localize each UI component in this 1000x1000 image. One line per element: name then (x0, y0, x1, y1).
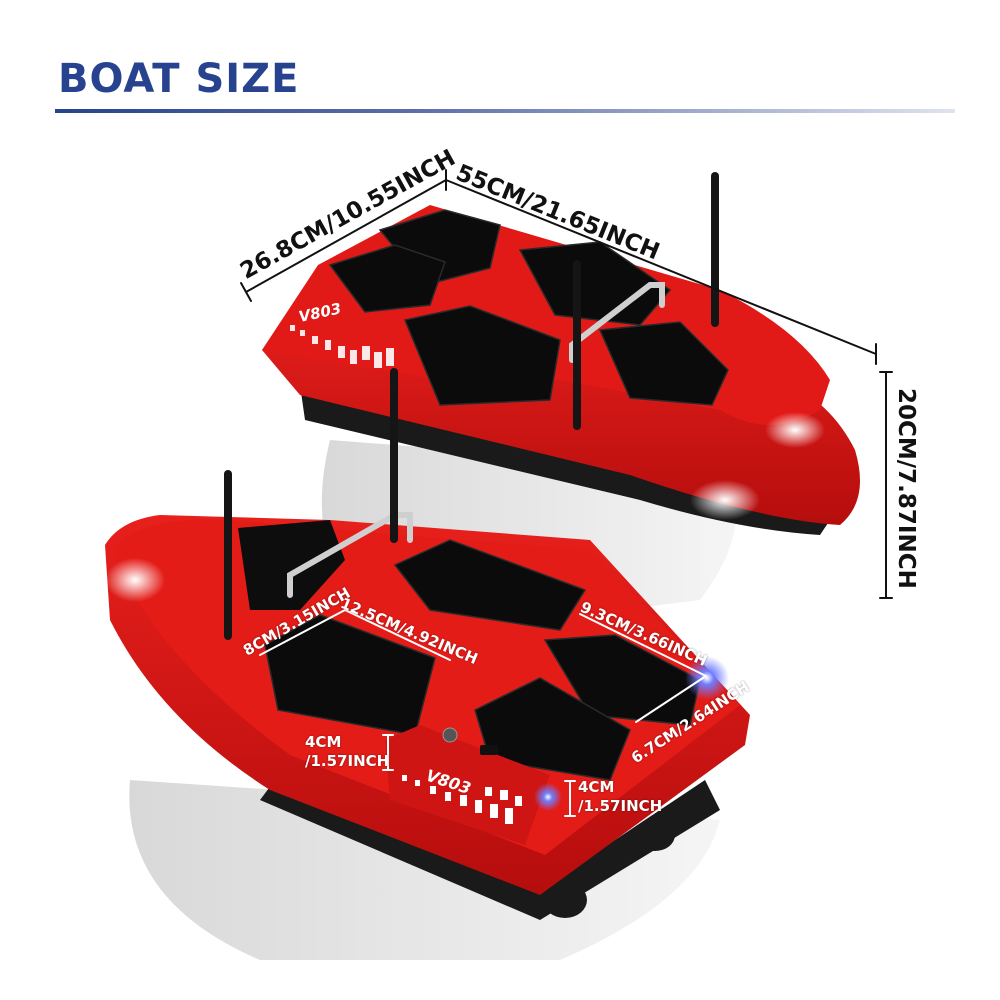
antenna-bottom-1 (224, 470, 232, 640)
boat-top-view-1: V803 (262, 172, 860, 535)
bow-light-top-2 (690, 480, 760, 520)
bow-light-bottom (105, 558, 165, 602)
antenna-bottom-2 (390, 368, 398, 543)
led-blue-2 (685, 656, 729, 700)
hopper-depth-left-label: 4CM /1.57INCH (305, 733, 389, 771)
overall-height-label: 20CM/7.87INCH (893, 388, 919, 589)
hopper-depth-right-label: 4CM /1.57INCH (578, 778, 662, 816)
bow-light-top-1 (765, 412, 825, 448)
antenna-top-1 (711, 172, 719, 327)
hopper-depth-right-inch: /1.57INCH (578, 797, 663, 815)
boat-bottom-view: V803 (105, 368, 750, 920)
dimension-lines (240, 169, 893, 817)
page-title: BOAT SIZE (58, 56, 300, 102)
led-blue-1 (534, 783, 562, 811)
checker-decal-bottom (402, 775, 522, 824)
hopper-depth-left-cm: 4CM (305, 733, 342, 751)
checker-decal-top (290, 325, 394, 368)
hopper-depth-right-cm: 4CM (578, 778, 615, 796)
battery-indicator (480, 745, 498, 755)
power-button (442, 727, 458, 743)
hopper-depth-left-inch: /1.57INCH (305, 752, 390, 770)
hopper-group-top (328, 209, 729, 406)
title-divider (55, 109, 955, 113)
antenna-top-2 (573, 260, 581, 430)
hopper-group-bottom (264, 539, 701, 781)
